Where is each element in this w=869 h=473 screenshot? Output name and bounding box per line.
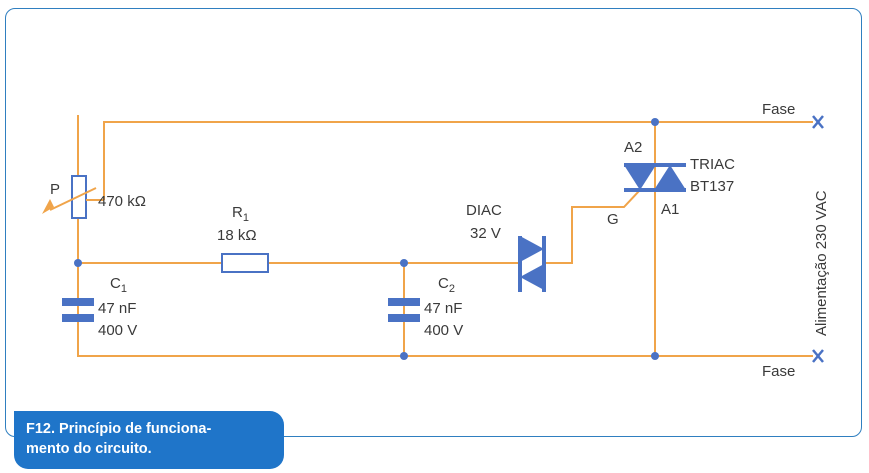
c1-volt: 400 V xyxy=(98,322,137,339)
r1-value: 18 kΩ xyxy=(217,227,257,244)
triac-gate: G xyxy=(607,211,619,228)
terminal-bottom-x-icon xyxy=(812,349,824,363)
c2-volt: 400 V xyxy=(424,322,463,339)
triac-symbol xyxy=(624,163,686,192)
potentiometer xyxy=(42,175,104,219)
terminal-top-x-icon xyxy=(812,115,824,129)
capacitor-c2 xyxy=(388,298,420,322)
pot-name: P xyxy=(50,181,60,198)
figure-caption: F12. Princípio de funciona- mento do cir… xyxy=(14,411,284,469)
pot-value: 470 kΩ xyxy=(98,193,146,210)
phase-top-label: Fase xyxy=(762,101,795,118)
resistor-r1 xyxy=(221,253,269,273)
triac-a2: A2 xyxy=(624,139,642,156)
diac-value: 32 V xyxy=(470,225,501,242)
capacitor-c1 xyxy=(62,298,94,322)
r1-name: R1 xyxy=(232,204,249,224)
figure-frame xyxy=(5,8,862,437)
caption-line-2: mento do circuito. xyxy=(26,441,152,457)
triac-a1: A1 xyxy=(661,201,679,218)
triac-part: BT137 xyxy=(690,178,734,195)
c1-name: C1 xyxy=(110,275,127,295)
supply-label: Alimentação 230 VAC xyxy=(813,190,830,336)
wiper-arrow-icon xyxy=(42,199,54,214)
triac-name: TRIAC xyxy=(690,156,735,173)
c2-name: C2 xyxy=(438,275,455,295)
phase-bottom-label: Fase xyxy=(762,363,795,380)
c2-cap: 47 nF xyxy=(424,300,462,317)
junction-dots xyxy=(74,118,659,360)
diac-symbol xyxy=(518,236,546,292)
diac-name: DIAC xyxy=(466,202,502,219)
wires xyxy=(77,115,813,357)
caption-line-1: F12. Princípio de funciona- xyxy=(26,421,212,437)
c1-cap: 47 nF xyxy=(98,300,136,317)
